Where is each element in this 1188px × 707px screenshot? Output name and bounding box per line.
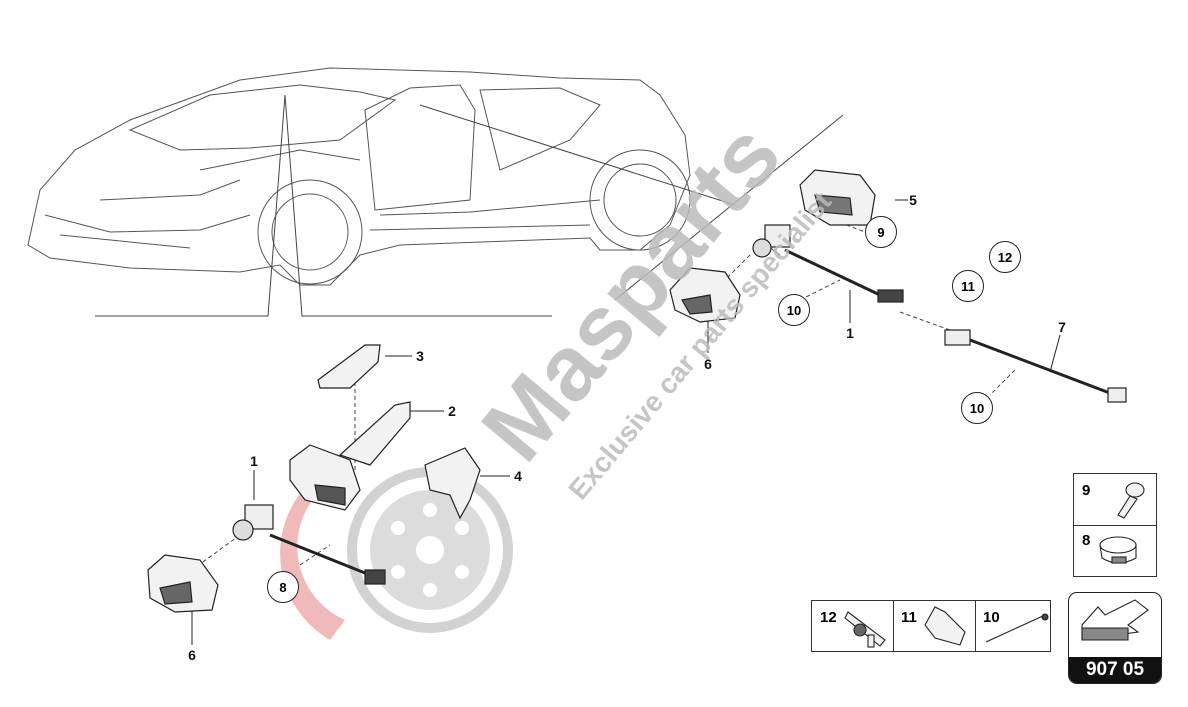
- part-4-bracket: [424, 447, 481, 520]
- legend-icons: [844, 482, 1149, 648]
- part-2-bracket: [289, 401, 411, 511]
- callout-3: 3: [416, 348, 424, 364]
- hose-clamp-icon: [1099, 536, 1137, 564]
- legend-num-12: 12: [820, 609, 837, 626]
- part-5-cover: [799, 169, 876, 226]
- callout-6-lower: 6: [188, 647, 196, 663]
- callout-4: 4: [514, 468, 522, 484]
- legend-num-11: 11: [901, 609, 917, 626]
- part-7-cable: [944, 329, 1127, 403]
- callout-6-upper: 6: [704, 356, 712, 372]
- callout-9: 9: [865, 216, 897, 248]
- legend-side-box: 9 8: [1073, 473, 1157, 577]
- bracket-icon: [924, 606, 966, 646]
- callout-12: 12: [989, 241, 1021, 273]
- callout-10-lower: 10: [961, 392, 993, 424]
- cable-tie-icon: [985, 613, 1049, 643]
- callout-5: 5: [909, 192, 917, 208]
- watermark-logo: [280, 467, 513, 640]
- part-3-trim: [317, 344, 381, 389]
- screw-icon: [1117, 482, 1145, 519]
- part-1-sensor-upper: [752, 224, 904, 303]
- callout-11: 11: [952, 270, 984, 302]
- callout-7: 7: [1058, 319, 1066, 335]
- callout-10-upper: 10: [778, 294, 810, 326]
- callout-2: 2: [448, 403, 456, 419]
- clip-icon: [844, 611, 886, 648]
- part-6-housing-lower: [147, 554, 219, 613]
- callout-lines: [191, 199, 1061, 645]
- legend-num-8: 8: [1082, 532, 1091, 549]
- diagram-code-badge: 907 05: [1068, 592, 1162, 684]
- part-1-sensor-lower: [232, 504, 386, 585]
- legend-num-10: 10: [983, 609, 1000, 626]
- callout-1-upper: 1: [846, 325, 854, 341]
- legend-num-9: 9: [1082, 482, 1091, 499]
- callout-8: 8: [267, 571, 299, 603]
- callout-1-lower: 1: [250, 453, 258, 469]
- leader-lines: [95, 94, 844, 317]
- parts: [147, 169, 1127, 613]
- car-illustration: [27, 67, 691, 286]
- arrow-icon: [1081, 599, 1149, 641]
- legend-bottom-box: 12 11 10: [811, 600, 1051, 652]
- diagram-code: 907 05: [1069, 657, 1161, 683]
- part-6-housing-upper: [669, 267, 741, 323]
